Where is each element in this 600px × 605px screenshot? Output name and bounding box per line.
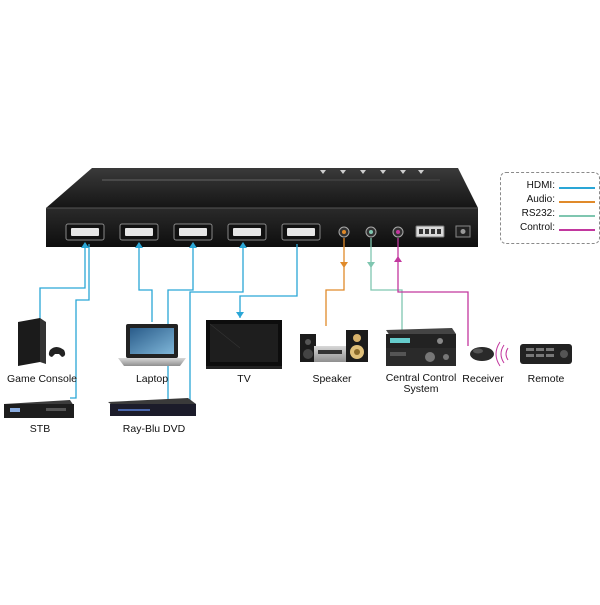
cable-legend: HDMI: Audio: RS232: Control: bbox=[500, 172, 600, 244]
tv-label: TV bbox=[237, 373, 251, 385]
laptop-label: Laptop bbox=[135, 373, 169, 385]
central-control-icon bbox=[386, 328, 456, 366]
cable-tv-input bbox=[189, 244, 244, 405]
stb-icon bbox=[4, 400, 74, 418]
tv-icon bbox=[206, 320, 282, 369]
stb-label: STB bbox=[29, 423, 51, 435]
audio-cable bbox=[325, 238, 345, 326]
legend-hdmi: HDMI: bbox=[501, 180, 599, 194]
rs232-jack bbox=[365, 226, 377, 238]
hdmi-port-out bbox=[281, 223, 321, 241]
ir-receiver-icon bbox=[470, 347, 494, 361]
bluray-label: Ray-Blu DVD bbox=[122, 423, 186, 435]
remote-icon bbox=[495, 341, 572, 367]
legend-rs232-label: RS232: bbox=[521, 208, 555, 219]
switcher-top-panel bbox=[46, 168, 478, 208]
control-cable bbox=[397, 238, 469, 346]
hdmi-port-2 bbox=[119, 223, 159, 241]
terminal-block bbox=[415, 225, 445, 238]
power-jack bbox=[455, 225, 471, 238]
cable-game-console bbox=[39, 244, 86, 322]
top-indicator-triangles bbox=[320, 170, 424, 174]
legend-control: Control: bbox=[501, 222, 599, 236]
speaker-label: Speaker bbox=[312, 373, 352, 385]
legend-audio-label: Audio: bbox=[526, 194, 555, 205]
cable-stb bbox=[70, 244, 90, 399]
speaker-icon bbox=[300, 330, 368, 362]
hdmi-cables bbox=[39, 244, 298, 405]
game-console-icon bbox=[18, 318, 66, 366]
matrix-switcher bbox=[46, 168, 478, 247]
legend-rs232-swatch bbox=[559, 215, 595, 217]
hdmi-port-1 bbox=[65, 223, 105, 241]
bluray-player-icon bbox=[108, 398, 196, 416]
hdmi-arrows bbox=[81, 242, 247, 318]
hdmi-port-4 bbox=[227, 223, 267, 241]
legend-rs232: RS232: bbox=[501, 208, 599, 222]
central-control-label: Central Control System bbox=[385, 372, 457, 395]
legend-hdmi-label: HDMI: bbox=[526, 180, 555, 191]
remote-label: Remote bbox=[527, 373, 565, 385]
ir-jack bbox=[392, 226, 404, 238]
cable-tv bbox=[239, 244, 298, 318]
audio-jack bbox=[338, 226, 350, 238]
cable-laptop bbox=[138, 244, 153, 322]
legend-control-swatch bbox=[559, 229, 595, 231]
hdmi-port-3 bbox=[173, 223, 213, 241]
receiver-label: Receiver bbox=[462, 373, 504, 385]
legend-audio-swatch bbox=[559, 201, 595, 203]
game-console-label: Game Console bbox=[6, 373, 78, 385]
legend-audio: Audio: bbox=[501, 194, 599, 208]
legend-hdmi-swatch bbox=[559, 187, 595, 189]
laptop-icon bbox=[118, 324, 186, 366]
legend-control-label: Control: bbox=[519, 222, 555, 233]
